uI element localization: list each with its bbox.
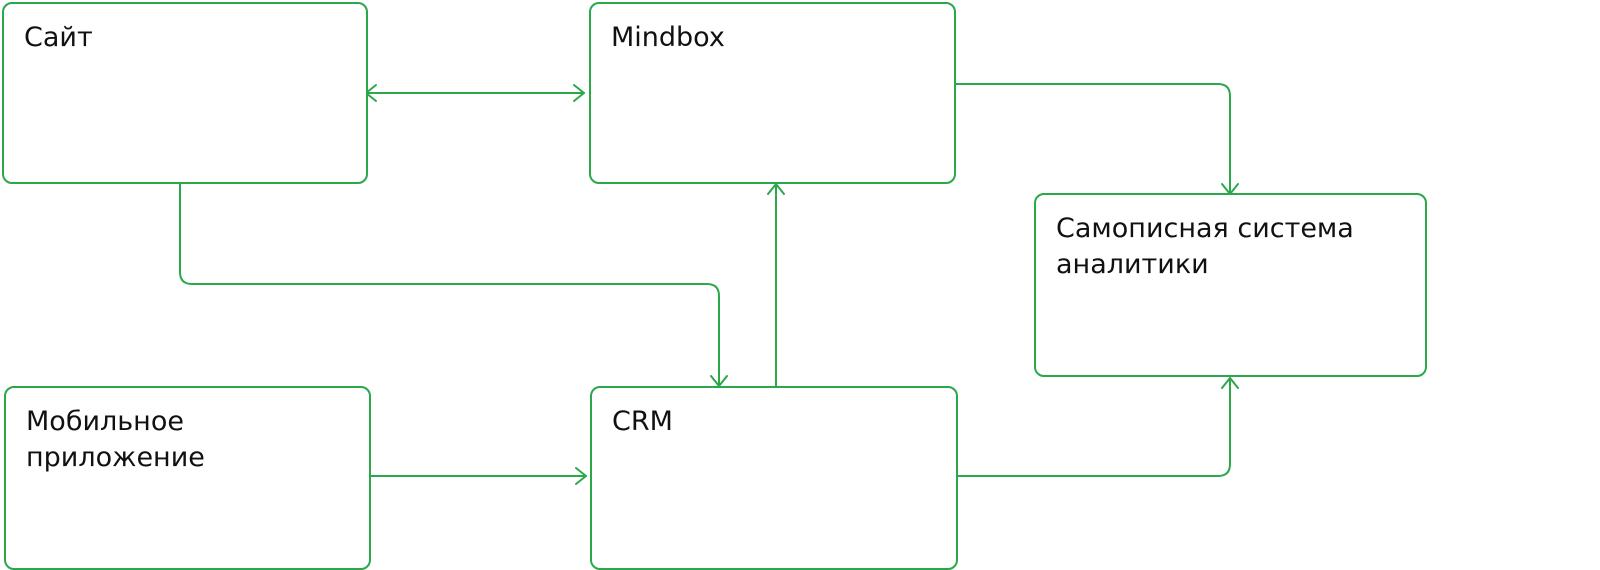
node-mobile-label: Мобильное приложение: [26, 406, 205, 473]
edge-mindbox-analytics: [954, 83, 1239, 195]
edge-crm-mindbox: [767, 183, 785, 387]
edge-site-crm-line: [179, 181, 720, 387]
node-analytics: Самописная система аналитики: [1034, 193, 1427, 377]
node-crm: CRM: [590, 386, 958, 570]
node-mobile: Мобильное приложение: [4, 386, 371, 570]
arrow-head-right-icon: [575, 467, 587, 485]
node-site-label: Сайт: [24, 22, 93, 53]
edge-site-crm: [179, 181, 728, 387]
node-mindbox-label: Mindbox: [611, 22, 725, 53]
arrow-head-right-icon: [573, 84, 585, 102]
node-analytics-label: Самописная система аналитики: [1056, 213, 1354, 280]
edge-site-mindbox: [365, 84, 585, 102]
arrow-head-up-icon: [1221, 377, 1239, 389]
edge-crm-analytics: [956, 377, 1239, 477]
node-mindbox: Mindbox: [589, 2, 956, 184]
edge-crm-analytics-line: [956, 377, 1231, 477]
node-site: Сайт: [2, 2, 368, 184]
edge-mindbox-analytics-line: [954, 83, 1231, 195]
node-crm-label: CRM: [612, 406, 673, 437]
arrow-head-up-icon: [767, 183, 785, 195]
edge-mobile-crm: [369, 467, 587, 485]
